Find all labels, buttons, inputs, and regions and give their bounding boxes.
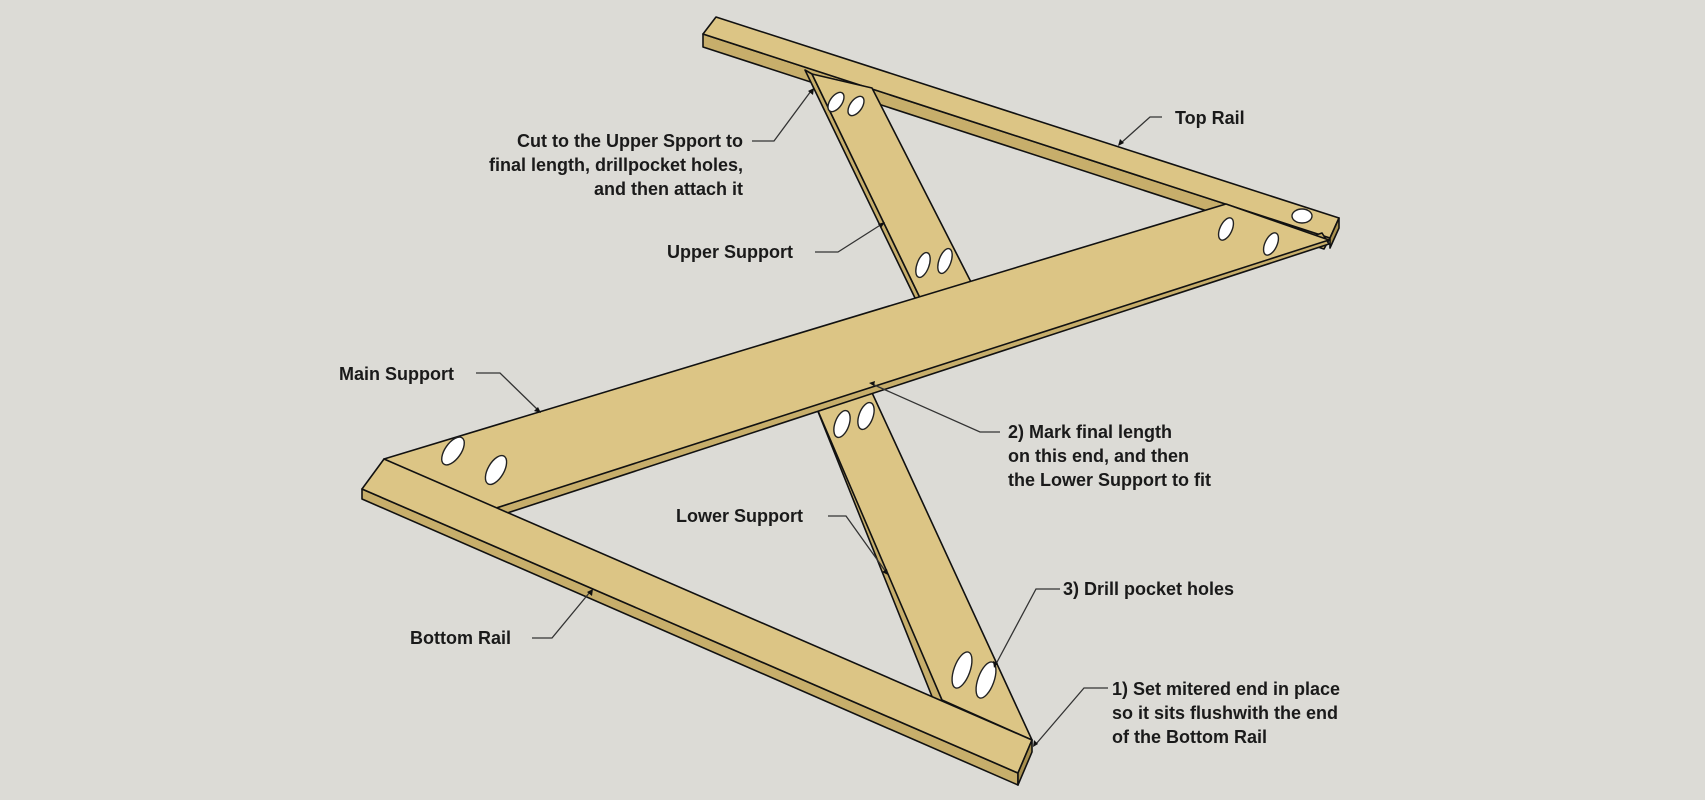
lower-support-label: Lower Support: [676, 506, 803, 526]
pocket-hole: [827, 91, 845, 113]
pocket-hole: [937, 247, 953, 275]
note-line: on this end, and then: [1008, 446, 1189, 466]
note-line: so it sits flushwith the end: [1112, 703, 1339, 723]
pocket-hole: [484, 454, 508, 486]
pocket-hole: [951, 651, 973, 689]
upper-support-label: Upper Support: [667, 242, 793, 262]
top-rail-hole: [1291, 208, 1313, 224]
note-line: 3) Drill pocket holes: [1063, 579, 1235, 599]
pocket-hole: [1262, 232, 1280, 256]
top-rail-label: Top Rail: [1175, 108, 1245, 128]
pocket-hole: [441, 436, 465, 466]
pocket-hole: [857, 401, 875, 431]
note-line: the Lower Support to fit: [1008, 470, 1211, 490]
note-line: 1) Set mitered end in place: [1112, 679, 1341, 699]
mark-final-length-note: 2) Mark final length on this end, and th…: [1008, 420, 1211, 492]
cut-upper-support-note: Cut to the Upper Spport to final length,…: [440, 129, 743, 201]
leader-lines: [476, 88, 1162, 747]
drill-pocket-holes-note: 3) Drill pocket holes: [1063, 577, 1234, 601]
main-support: [383, 203, 1330, 519]
pocket-hole: [1217, 217, 1235, 241]
note-line: 2) Mark final length: [1008, 422, 1173, 442]
note-line: and then attach it: [593, 179, 743, 199]
pocket-hole: [847, 95, 865, 117]
bottom-rail: [361, 458, 1033, 786]
pocket-hole: [915, 251, 931, 279]
note-line: Cut to the Upper Spport to: [517, 131, 743, 151]
bottom-rail-label: Bottom Rail: [410, 628, 511, 648]
main-support-label: Main Support: [339, 364, 454, 384]
pocket-hole: [833, 409, 851, 439]
note-line: final length, drillpocket holes,: [488, 155, 743, 175]
pocket-hole: [975, 661, 997, 699]
set-mitered-end-note: 1) Set mitered end in place so it sits f…: [1112, 677, 1340, 749]
note-line: of the Bottom Rail: [1112, 727, 1267, 747]
